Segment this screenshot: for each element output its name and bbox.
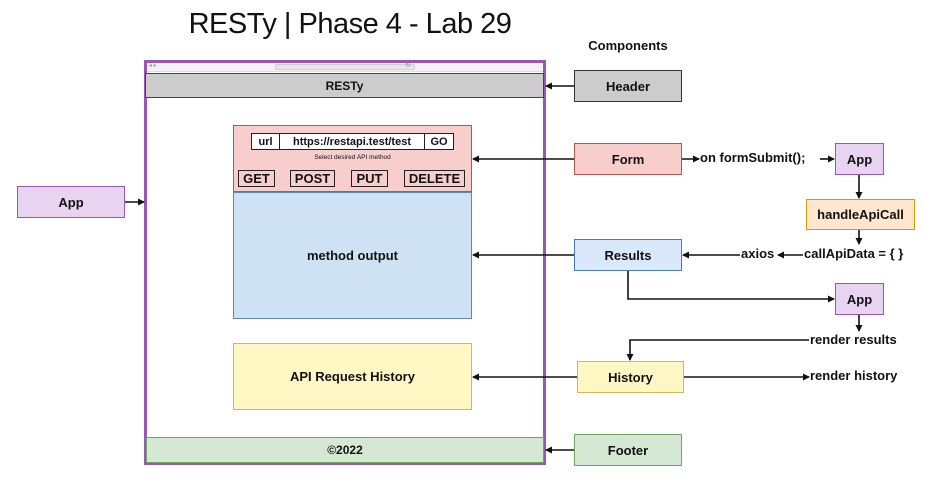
header-component: Header <box>574 70 682 102</box>
diagram-title: RESTy | Phase 4 - Lab 29 <box>188 8 512 40</box>
method-output-area: method output <box>233 192 472 319</box>
browser-nav-icon: ◂ ▸ <box>149 63 157 69</box>
results-component: Results <box>574 239 682 271</box>
arrow-render-to-history <box>626 339 809 361</box>
resty-header: RESTy <box>145 73 544 98</box>
render-results-label: render results <box>810 332 897 347</box>
delete-button[interactable]: DELETE <box>404 170 465 187</box>
app-browser-frame <box>144 60 546 465</box>
get-button[interactable]: GET <box>238 170 275 187</box>
form-submit-label: on formSubmit(); <box>700 150 806 165</box>
arrow-results-to-app <box>627 271 835 303</box>
url-input[interactable]: https://restapi.test/test <box>279 133 425 150</box>
call-api-data-label: callApiData = { } <box>804 246 904 261</box>
app-node-results: App <box>835 283 884 315</box>
footer-component: Footer <box>574 434 682 466</box>
go-button[interactable]: GO <box>424 133 454 150</box>
render-history-label: render history <box>810 368 898 383</box>
reload-icon: ↻ <box>405 62 411 69</box>
browser-address-bar <box>275 64 415 70</box>
form-component: Form <box>574 143 682 175</box>
axios-label: axios <box>741 246 775 261</box>
app-component-left: App <box>17 186 125 218</box>
components-heading: Components <box>588 38 668 53</box>
put-button[interactable]: PUT <box>351 170 388 187</box>
handle-api-call-node: handleApiCall <box>806 199 915 230</box>
post-button[interactable]: POST <box>290 170 335 187</box>
api-request-history-area: API Request History <box>233 343 472 410</box>
method-hint: Select desired API method <box>314 154 391 161</box>
resty-footer: ©2022 <box>146 437 544 463</box>
app-node-form: App <box>835 143 884 175</box>
history-component: History <box>577 361 684 393</box>
